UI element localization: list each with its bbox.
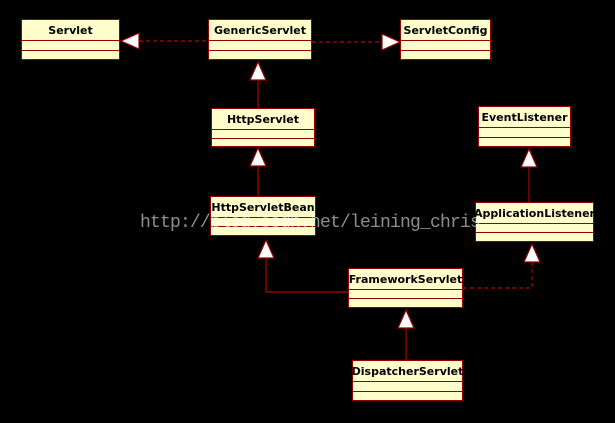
class-application-listener: ApplicationListener [474,202,595,242]
operations-compartment [212,137,314,147]
class-name-label: HttpServlet [226,112,300,126]
class-name-label: DispatcherServlet [351,364,464,378]
class-framework-servlet: FrameworkServlet [348,268,463,308]
operations-compartment [211,226,315,235]
attributes-compartment [212,129,314,138]
hollow-triangle-arrowhead-httpservlet-extends-genericservlet [249,60,267,81]
class-name-label: FrameworkServlet [348,272,463,286]
hollow-triangle-arrowhead-httpservletbean-extends-httpservlet [249,146,267,167]
hollow-triangle-arrowhead-applicationlistener-extends-eventlistener [520,147,538,168]
edge-frameworkservlet-extends-httpservletbean [265,258,348,293]
attributes-compartment [209,40,311,50]
attributes-compartment [401,40,490,50]
operations-compartment [476,232,593,241]
class-dispatcher-servlet: DispatcherServlet [352,360,463,401]
operations-compartment [479,136,570,147]
operations-compartment [353,390,462,401]
operations-compartment [22,49,119,60]
class-name-label: Servlet [48,23,93,37]
class-name-label: GenericServlet [214,23,306,37]
hollow-triangle-arrowhead-frameworkservlet-implements-applicationlistener [523,242,541,263]
attributes-compartment [479,127,570,137]
attributes-compartment [476,223,593,232]
hollow-triangle-arrowhead-genericservlet-depends-servlet [119,32,140,50]
attributes-compartment [353,381,462,391]
attributes-compartment [22,40,119,50]
operations-compartment [401,49,490,60]
class-servlet: Servlet [21,19,120,60]
edge-frameworkservlet-implements-applicationlistener [463,262,533,289]
class-http-servlet: HttpServlet [211,108,315,147]
hollow-triangle-arrowhead-dispatcherservlet-extends-frameworkservlet [397,308,415,329]
class-http-servlet-bean: HttpServletBean [210,196,316,236]
class-generic-servlet: GenericServlet [208,19,312,60]
class-name-label: EventListener [481,110,568,124]
class-event-listener: EventListener [478,106,571,147]
hollow-triangle-arrowhead-genericservlet-depends-servletconfig [381,33,402,51]
class-servlet-config: ServletConfig [400,19,491,60]
operations-compartment [209,49,311,60]
class-name-label: ServletConfig [403,23,488,37]
attributes-compartment [349,289,462,298]
attributes-compartment [211,217,315,226]
hollow-triangle-arrowhead-frameworkservlet-extends-httpservletbean [257,238,275,259]
class-name-label: HttpServletBean [211,200,315,214]
operations-compartment [349,298,462,307]
class-name-label: ApplicationListener [474,206,595,220]
